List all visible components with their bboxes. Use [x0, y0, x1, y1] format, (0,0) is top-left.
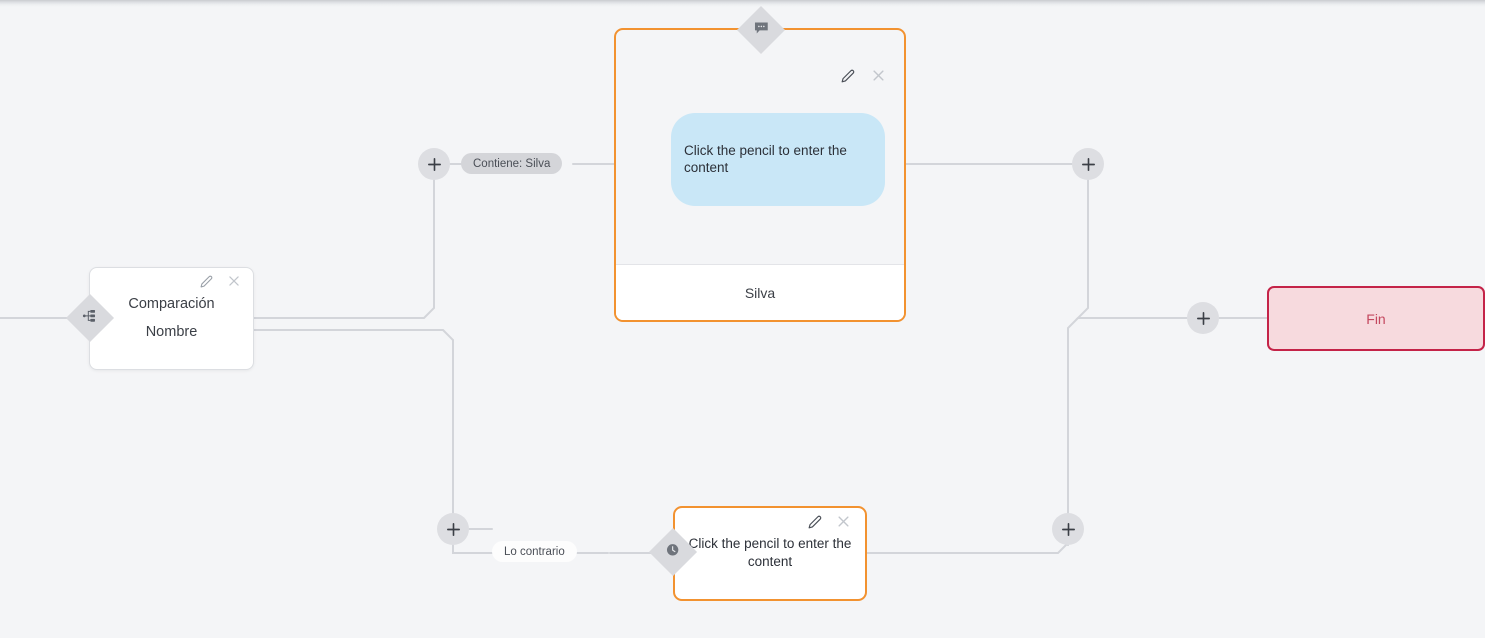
edge-true-branch [253, 179, 435, 319]
message-card-footer-label: Silva [744, 284, 776, 301]
edge-card2-to-merge [866, 540, 1069, 554]
branch-split-handle[interactable] [65, 293, 115, 343]
add-node-button-merge-top[interactable] [1072, 148, 1104, 180]
add-node-button-merge-bottom[interactable] [1052, 513, 1084, 545]
message-bubble-text: Click the pencil to enter the content [684, 143, 847, 175]
pencil-icon[interactable] [200, 275, 213, 293]
comparison-card-tools [200, 274, 241, 293]
edge-label-false[interactable]: Lo contrario [492, 541, 577, 562]
branch-split-icon [82, 308, 98, 329]
add-node-button-before-end[interactable] [1187, 302, 1219, 334]
add-node-button-true-branch[interactable] [418, 148, 450, 180]
close-icon[interactable] [836, 514, 851, 534]
close-icon[interactable] [871, 68, 886, 88]
pencil-icon[interactable] [808, 515, 822, 534]
edge-merge-bottom-up [1067, 317, 1079, 546]
edge-false-branch [253, 329, 454, 514]
end-node-label: Fin [1366, 310, 1386, 327]
node-message-card-2[interactable]: Click the pencil to enter the content [673, 506, 867, 601]
message-card-footer: Silva [616, 264, 904, 320]
edge-merge-top-down [1075, 179, 1188, 319]
add-node-button-false-branch[interactable] [437, 513, 469, 545]
edge-label-true[interactable]: Contiene: Silva [461, 153, 563, 174]
clock-handle[interactable] [648, 527, 698, 577]
node-comparison[interactable]: Comparación Nombre [89, 267, 254, 370]
message-card-2-text: Click the pencil to enter the content [688, 536, 852, 569]
message-bubble: Click the pencil to enter the content [671, 113, 885, 206]
speech-bubble-handle[interactable] [736, 5, 786, 55]
clock-icon [665, 542, 681, 563]
comparison-subtitle: Nombre [145, 324, 198, 340]
close-icon[interactable] [227, 274, 241, 293]
node-end[interactable]: Fin [1267, 286, 1485, 351]
speech-bubble-icon [753, 19, 770, 41]
node-message-card[interactable]: Click the pencil to enter the content Si… [614, 28, 906, 322]
comparison-title: Comparación [128, 295, 215, 312]
message-card-tools [841, 68, 886, 88]
message-card-2-tools [808, 514, 851, 534]
top-shadow-strip [0, 0, 1485, 7]
pencil-icon[interactable] [841, 69, 855, 88]
